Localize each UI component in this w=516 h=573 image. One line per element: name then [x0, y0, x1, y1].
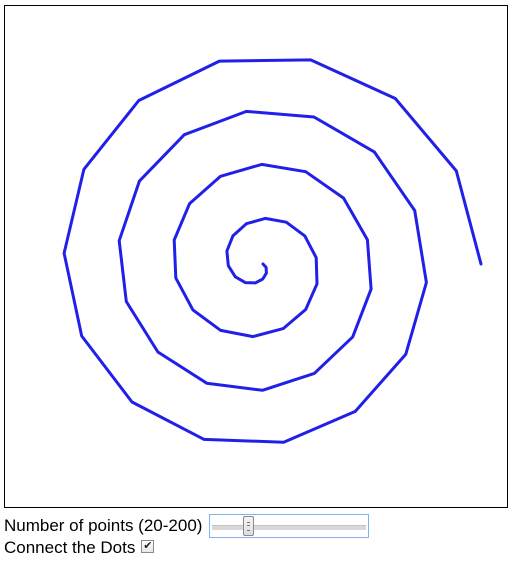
points-slider[interactable] — [209, 514, 370, 538]
drawing-canvas — [4, 5, 508, 508]
spiral-line — [62, 58, 483, 444]
grip-icon — [246, 521, 250, 531]
slider-thumb[interactable] — [242, 516, 254, 536]
connect-dots-checkbox[interactable]: ✔ — [141, 539, 155, 553]
connect-row: Connect the Dots ✔ — [4, 537, 514, 559]
slider-track — [212, 525, 367, 530]
points-label: Number of points (20-200) — [4, 516, 203, 535]
check-icon: ✔ — [143, 539, 153, 552]
spiral-drawing — [62, 58, 483, 444]
points-row: Number of points (20-200) — [4, 514, 514, 538]
controls-panel: Number of points (20-200) Connect the Do… — [4, 514, 514, 559]
connect-label: Connect the Dots — [4, 538, 136, 557]
